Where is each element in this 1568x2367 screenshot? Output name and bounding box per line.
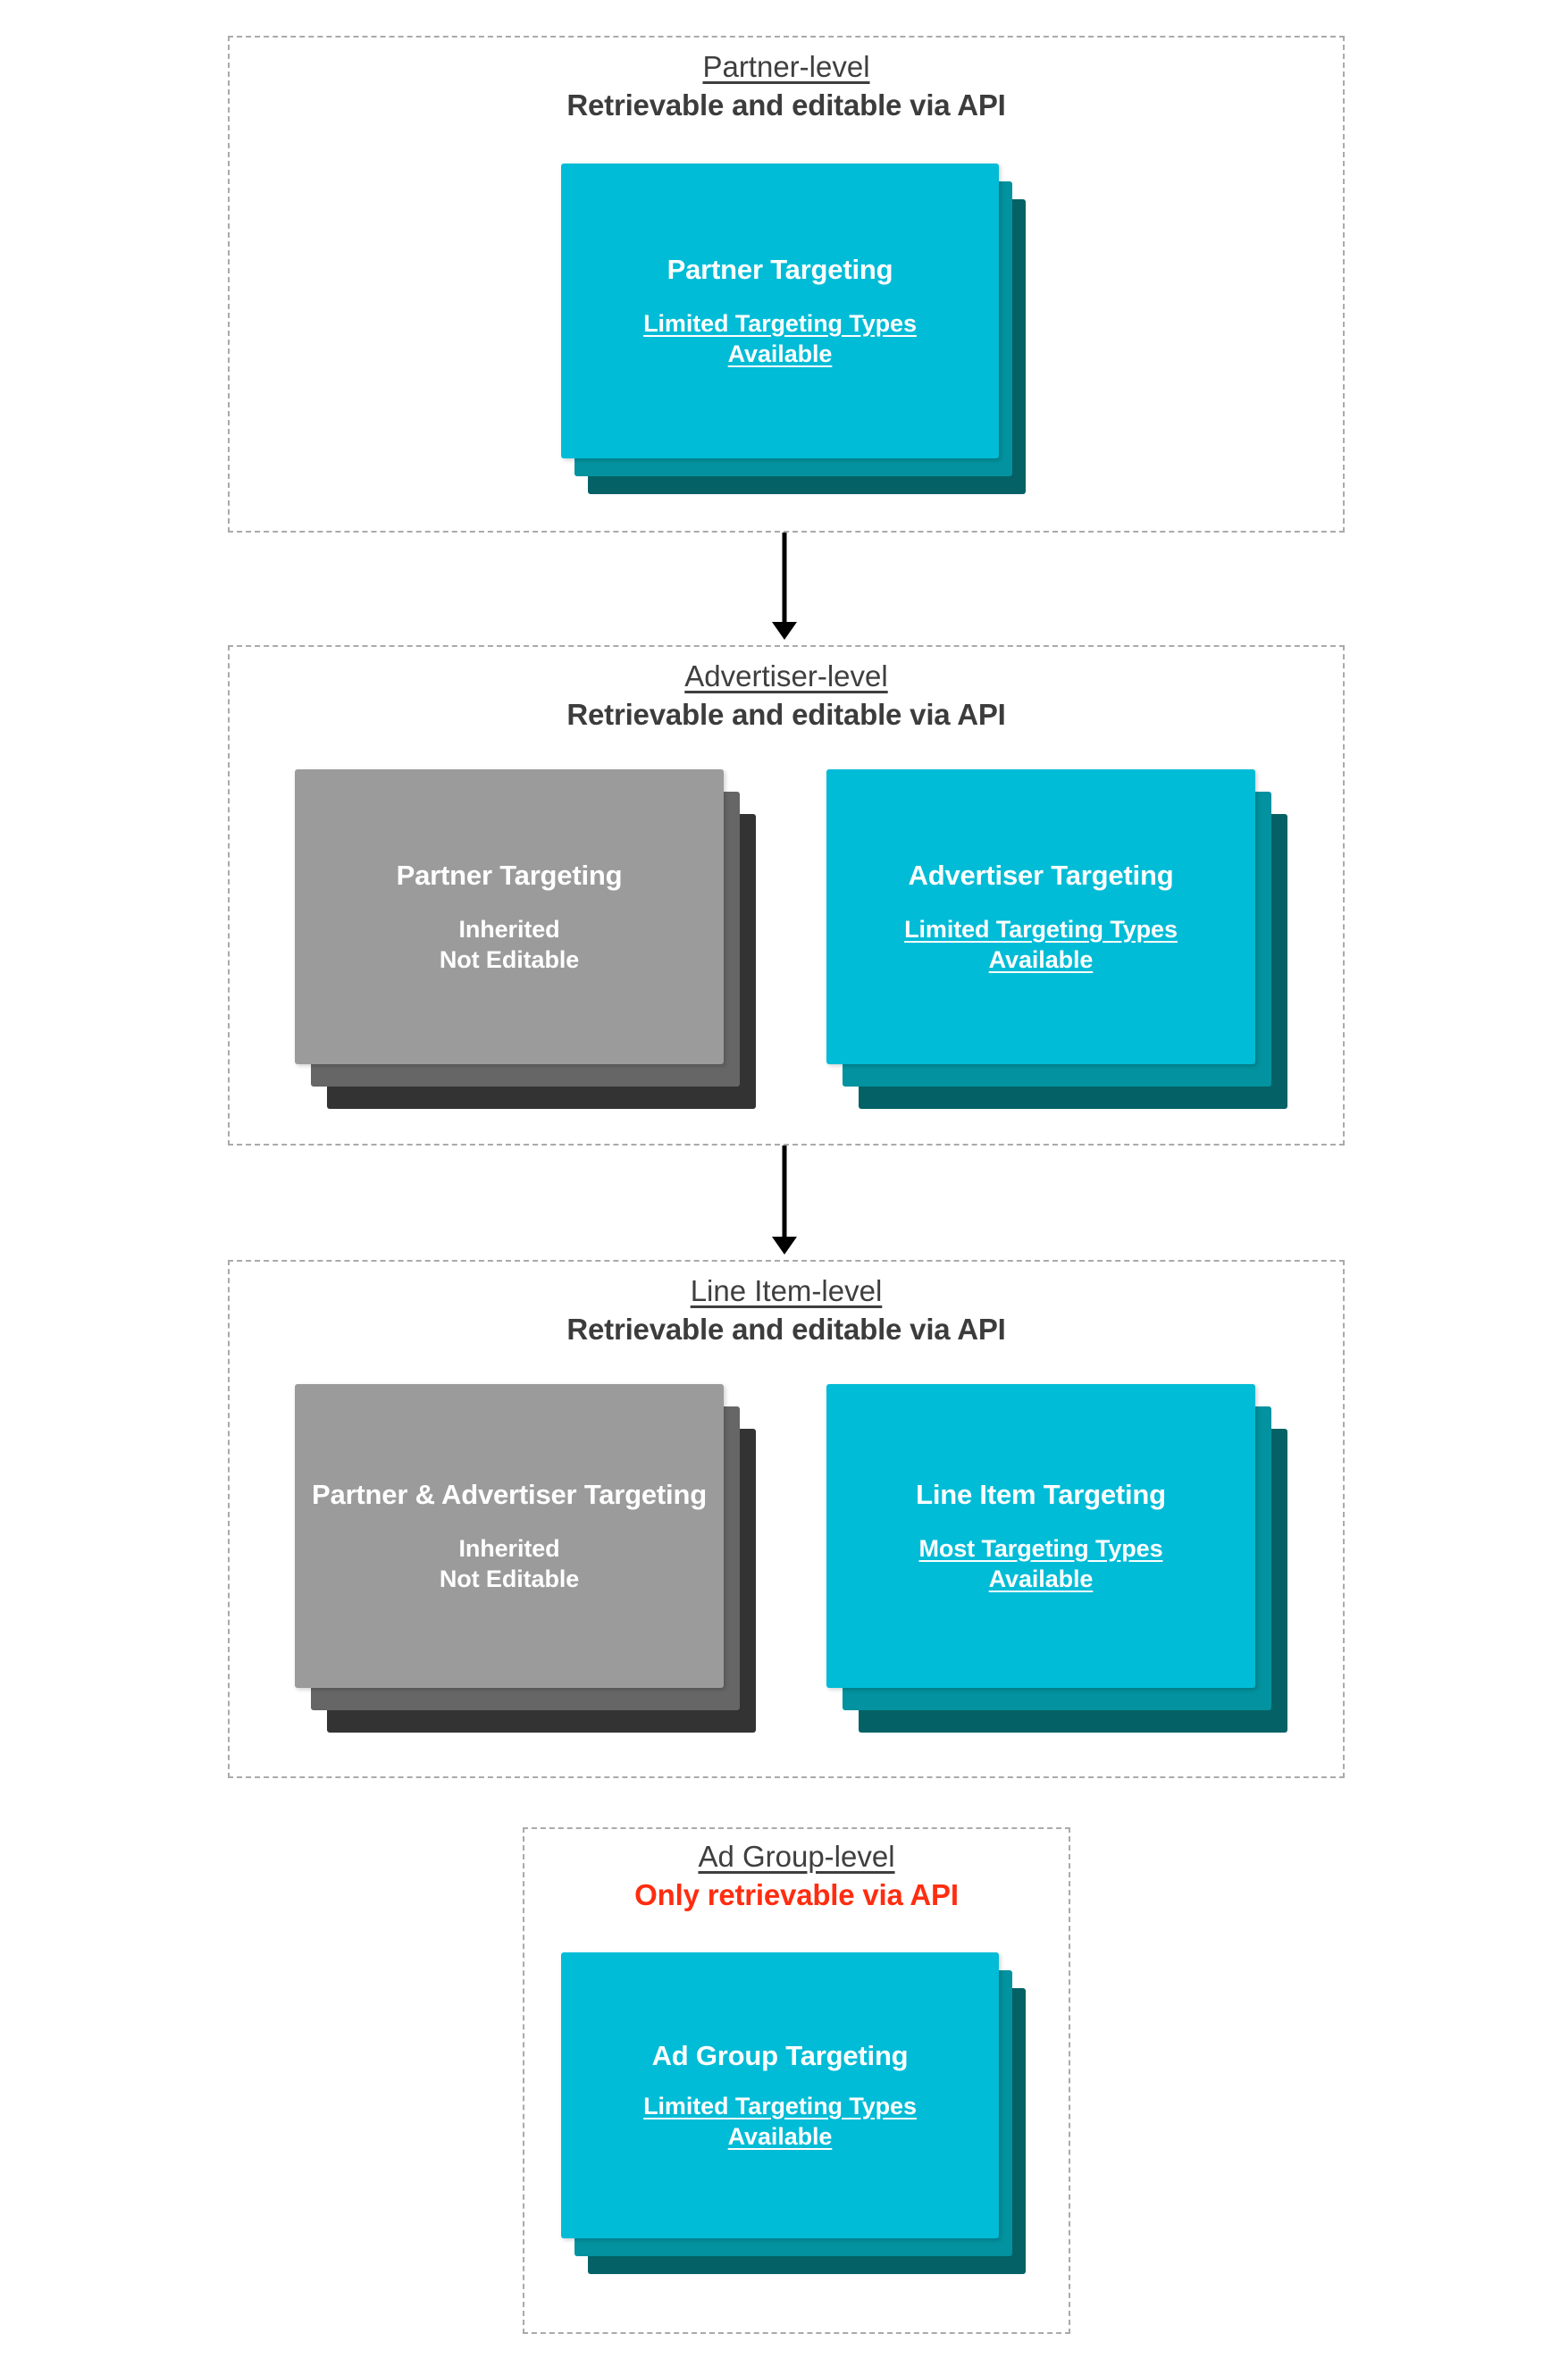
card-partner-targeting[interactable]: Partner Targeting Limited Targeting Type… — [561, 164, 999, 458]
card-title: Line Item Targeting — [916, 1478, 1166, 1510]
card-subtitle-line2: Available — [988, 945, 1094, 973]
arrow-head-icon — [772, 1237, 797, 1255]
card-ad-group-targeting[interactable]: Ad Group Targeting Limited Targeting Typ… — [561, 1952, 999, 2238]
card-stack-ad-group-targeting: Ad Group Targeting Limited Targeting Typ… — [561, 1952, 1026, 2283]
level-heading-advertiser: Advertiser-level Retrievable and editabl… — [228, 659, 1345, 733]
card-line-item-targeting[interactable]: Line Item Targeting Most Targeting Types… — [826, 1384, 1255, 1688]
level-title-ad-group: Ad Group-level — [698, 1840, 895, 1873]
card-subtitle-line1: Inherited — [458, 915, 560, 943]
card-subtitle-line2: Not Editable — [439, 1565, 580, 1592]
connector-arrow-advertiser-to-line-item — [758, 1146, 811, 1255]
level-title-advertiser: Advertiser-level — [684, 659, 888, 692]
level-title-line-item: Line Item-level — [690, 1274, 883, 1307]
level-subtitle-advertiser: Retrievable and editable via API — [566, 697, 1006, 731]
card-subtitle-line1: Limited Targeting Types — [643, 2092, 917, 2119]
card-inherited-partner-advertiser-targeting[interactable]: Partner & Advertiser Targeting Inherited… — [295, 1384, 724, 1688]
card-subtitle-line1: Limited Targeting Types — [643, 309, 917, 337]
card-title: Partner & Advertiser Targeting — [312, 1478, 707, 1510]
card-stack-line-item-inherited: Partner & Advertiser Targeting Inherited… — [295, 1384, 768, 1742]
card-stack-advertiser-targeting: Advertiser Targeting Limited Targeting T… — [826, 769, 1300, 1118]
card-inherited-partner-targeting[interactable]: Partner Targeting Inherited Not Editable — [295, 769, 724, 1064]
arrow-shaft — [782, 533, 787, 622]
level-subtitle-partner: Retrievable and editable via API — [566, 88, 1006, 122]
card-subtitle-line2: Available — [727, 2122, 833, 2150]
level-heading-line-item: Line Item-level Retrievable and editable… — [228, 1274, 1345, 1347]
card-subtitle-line1: Limited Targeting Types — [904, 915, 1178, 943]
card-subtitle-line2: Not Editable — [439, 945, 580, 973]
card-stack-partner-targeting: Partner Targeting Limited Targeting Type… — [561, 164, 1026, 494]
card-title: Advertiser Targeting — [908, 859, 1174, 891]
arrow-shaft — [782, 1146, 787, 1237]
card-subtitle-line1: Most Targeting Types — [918, 1534, 1163, 1562]
card-subtitle-line2: Available — [727, 340, 833, 367]
card-advertiser-targeting[interactable]: Advertiser Targeting Limited Targeting T… — [826, 769, 1255, 1064]
level-subtitle-ad-group: Only retrievable via API — [634, 1877, 959, 1911]
connector-arrow-partner-to-advertiser — [758, 533, 811, 640]
level-subtitle-line-item: Retrievable and editable via API — [566, 1312, 1006, 1346]
card-stack-advertiser-inherited: Partner Targeting Inherited Not Editable — [295, 769, 768, 1118]
card-title: Ad Group Targeting — [651, 2039, 909, 2071]
card-title: Partner Targeting — [396, 859, 623, 891]
level-heading-ad-group: Ad Group-level Only retrievable via API — [523, 1840, 1070, 1913]
arrow-head-icon — [772, 622, 797, 640]
card-title: Partner Targeting — [667, 253, 893, 285]
level-title-partner: Partner-level — [702, 50, 870, 83]
card-subtitle-line2: Available — [988, 1565, 1094, 1592]
level-heading-partner: Partner-level Retrievable and editable v… — [228, 50, 1345, 123]
card-stack-line-item-targeting: Line Item Targeting Most Targeting Types… — [826, 1384, 1300, 1742]
card-subtitle-line1: Inherited — [458, 1534, 560, 1562]
